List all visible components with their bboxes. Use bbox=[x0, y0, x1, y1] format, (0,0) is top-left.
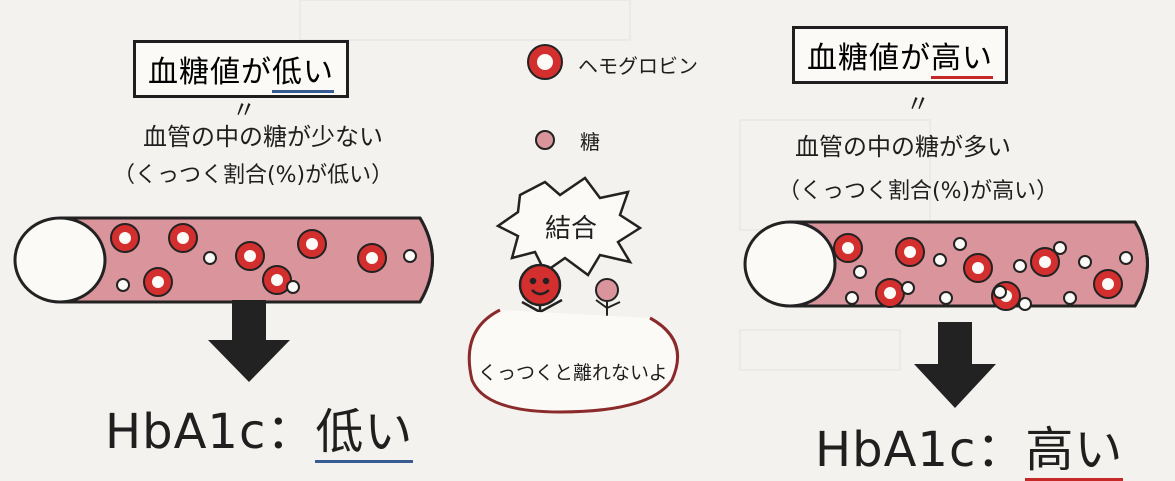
sugar-molecule bbox=[403, 249, 417, 263]
hemoglobin-legend-icon bbox=[527, 44, 563, 80]
sugar-molecule bbox=[286, 280, 300, 294]
hemoglobin-cell-center bbox=[119, 232, 131, 244]
right-description-line2: （くっつく割合(%)が高い） bbox=[778, 179, 1059, 204]
right-hba1c-emphasis: 高い bbox=[1025, 422, 1124, 481]
hemoglobin-cell-center bbox=[1039, 256, 1051, 268]
left-description-line1: 血管の中の糖が少ない bbox=[143, 123, 383, 151]
right-title-box: 血糖値が高い bbox=[792, 26, 1008, 84]
speech-bubble bbox=[467, 308, 680, 414]
hemoglobin-legend-label: ヘモグロビン bbox=[578, 54, 698, 78]
sugar-molecule bbox=[1053, 241, 1067, 255]
sugar-legend-label: 糖 bbox=[580, 130, 600, 154]
sugar-molecule bbox=[993, 285, 1007, 299]
left-hba1c-label: HbA1c： bbox=[105, 404, 316, 460]
sugar-molecule bbox=[901, 281, 915, 295]
sugar-molecule bbox=[953, 237, 967, 251]
left-down-arrow bbox=[208, 300, 290, 382]
sugar-legend-icon bbox=[535, 130, 555, 150]
hemoglobin-cell-center bbox=[1102, 278, 1114, 290]
speech-bubble-text: くっつくと離れないよ bbox=[478, 362, 668, 384]
right-description-line1: 血管の中の糖が多い bbox=[795, 133, 1011, 161]
sugar-molecule bbox=[1018, 297, 1032, 311]
bond-label: 結合 bbox=[545, 214, 598, 244]
hemoglobin-cell-center bbox=[842, 242, 854, 254]
hemoglobin-cell-center bbox=[306, 238, 318, 250]
left-title-emphasis: 低い bbox=[272, 55, 334, 93]
right-equals-mark: 〃 bbox=[906, 90, 930, 118]
left-hba1c-result: HbA1c：低い bbox=[105, 392, 414, 463]
sugar-molecule bbox=[203, 251, 217, 265]
left-description-line2: （くっつく割合(%)が低い） bbox=[113, 163, 394, 188]
hemoglobin-cell-center bbox=[366, 252, 378, 264]
right-down-arrow bbox=[914, 322, 996, 408]
sugar-molecule bbox=[116, 278, 130, 292]
hemoglobin-cell-center bbox=[904, 246, 916, 258]
sugar-molecule bbox=[845, 291, 859, 305]
sugar-molecule bbox=[1063, 291, 1077, 305]
right-vessel-cells bbox=[833, 233, 1133, 311]
left-hba1c-emphasis: 低い bbox=[315, 404, 414, 463]
left-equals-mark: 〃 bbox=[232, 96, 256, 124]
sugar-molecule bbox=[1119, 251, 1133, 265]
sugar-molecule bbox=[933, 253, 947, 267]
right-hba1c-label: HbA1c： bbox=[815, 422, 1026, 478]
sugar-molecule bbox=[853, 265, 867, 279]
hemoglobin-cell-center bbox=[271, 274, 283, 286]
hemoglobin-cell-center bbox=[972, 262, 984, 274]
left-title-box: 血糖値が低い bbox=[133, 40, 349, 98]
sugar-molecule bbox=[939, 291, 953, 305]
right-title-prefix: 血糖値が bbox=[807, 41, 931, 76]
left-title-prefix: 血糖値が bbox=[148, 55, 272, 90]
hemoglobin-cell-center bbox=[177, 232, 189, 244]
hemoglobin-cell-center bbox=[244, 250, 256, 262]
bond-burst-icon bbox=[495, 176, 643, 277]
right-hba1c-result: HbA1c：高い bbox=[815, 410, 1124, 481]
left-vessel-cells bbox=[110, 223, 417, 297]
right-title-emphasis: 高い bbox=[931, 41, 993, 79]
hemoglobin-cell-center bbox=[884, 287, 896, 299]
hemoglobin-cell-center bbox=[152, 276, 164, 288]
sugar-molecule bbox=[1078, 255, 1092, 269]
sugar-molecule bbox=[1013, 259, 1027, 273]
